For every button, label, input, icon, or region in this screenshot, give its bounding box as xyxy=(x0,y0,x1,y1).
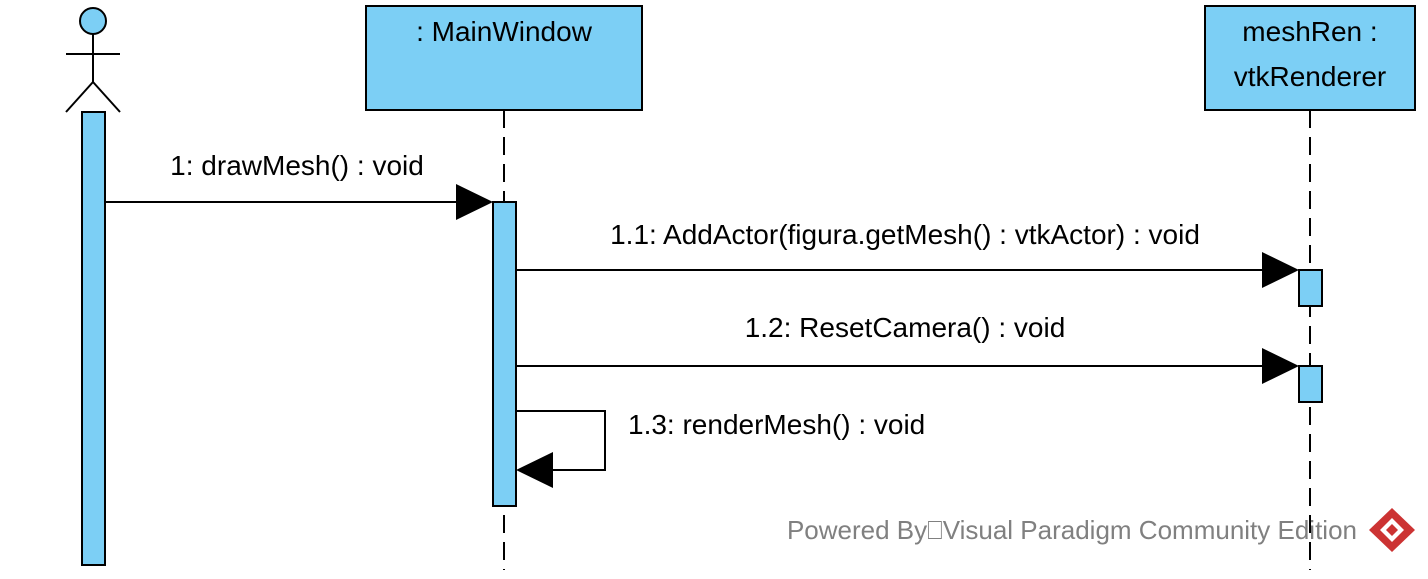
actor-head xyxy=(79,7,107,35)
message-1-1-arrowhead xyxy=(1262,252,1299,288)
visual-paradigm-logo-icon xyxy=(1369,508,1415,552)
message-1[interactable]: 1: drawMesh() : void xyxy=(105,150,493,220)
message-1-2-arrowhead xyxy=(1262,348,1299,384)
meshren-activation-bar-1 xyxy=(1298,269,1323,307)
actor-figure xyxy=(65,7,121,113)
message-1-arrowhead xyxy=(456,184,493,220)
message-1-label: 1: drawMesh() : void xyxy=(170,150,424,181)
meshren-activation-bar-2 xyxy=(1298,365,1323,403)
message-1-2-label: 1.2: ResetCamera() : void xyxy=(745,312,1066,343)
lifeline-mainwindow-label: : MainWindow xyxy=(416,16,593,47)
watermark-text: Powered By⎕Visual Paradigm Community Edi… xyxy=(787,515,1357,545)
message-1-2[interactable]: 1.2: ResetCamera() : void xyxy=(516,312,1299,384)
actor-right-leg xyxy=(92,81,121,113)
actor-left-leg xyxy=(65,81,94,113)
message-1-3-label: 1.3: renderMesh() : void xyxy=(628,409,925,440)
message-1-1[interactable]: 1.1: AddActor(figura.getMesh() : vtkActo… xyxy=(516,219,1299,288)
mainwindow-activation-bar xyxy=(492,201,517,507)
lifeline-meshren-label-line2: vtkRenderer xyxy=(1234,61,1387,92)
lifeline-mainwindow-box[interactable] xyxy=(365,5,643,111)
message-1-3-line xyxy=(516,410,606,471)
actor-activation-bar xyxy=(81,111,106,566)
message-1-3[interactable]: 1.3: renderMesh() : void xyxy=(516,409,925,488)
message-1-3-arrowhead xyxy=(516,452,553,488)
message-1-1-label: 1.1: AddActor(figura.getMesh() : vtkActo… xyxy=(610,219,1200,250)
lifeline-meshren-label-line1: meshRen : xyxy=(1242,16,1377,47)
